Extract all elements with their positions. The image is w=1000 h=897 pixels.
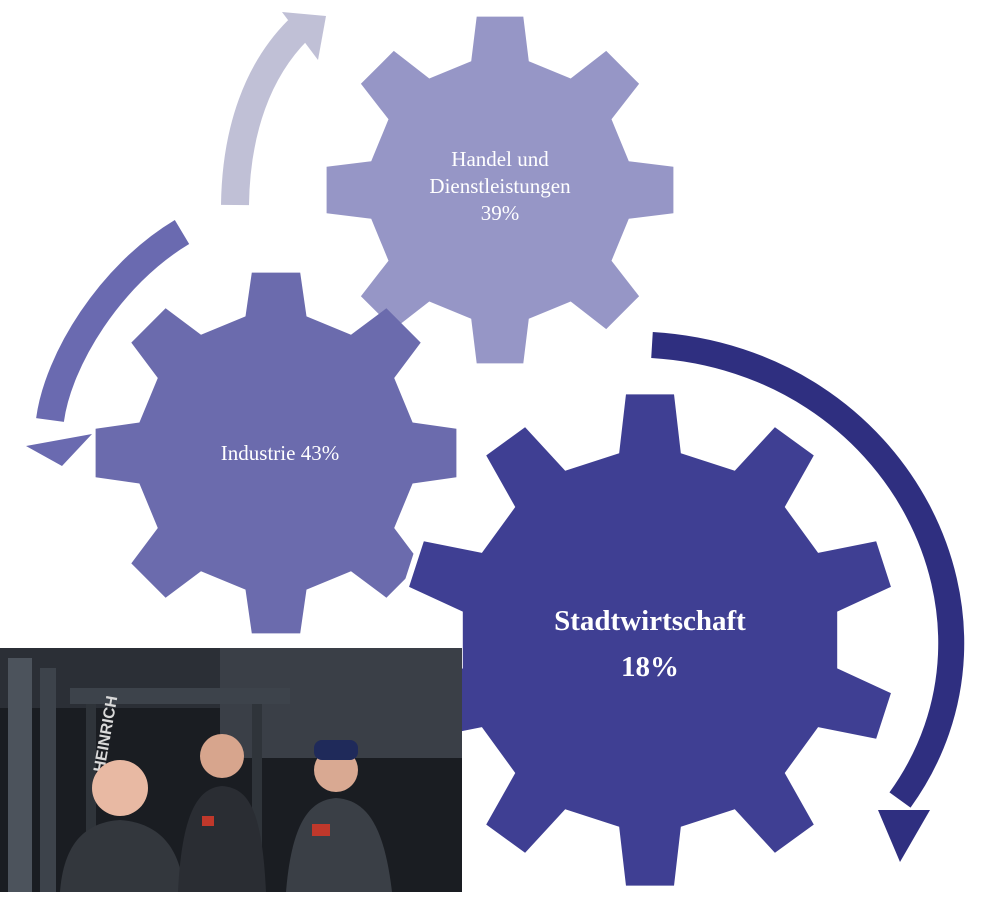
gear-shape-handel — [326, 16, 674, 364]
gear-shape-stadt — [401, 388, 899, 892]
gear-label-line: 39% — [480, 201, 520, 225]
photo-illustration: HEINRICH — [0, 648, 462, 892]
gear-stadt — [401, 388, 899, 892]
gear-label-line: Handel und — [451, 147, 549, 171]
gear-label-line: Stadtwirtschaft — [554, 605, 746, 637]
gear-label-line: Dienstleistungen — [429, 174, 571, 198]
gear-industrie — [95, 272, 457, 634]
gear-label-stadt: Stadtwirtschaft 18% — [500, 598, 800, 690]
gear-shape-industrie — [95, 272, 457, 634]
workers-photo: HEINRICH — [0, 648, 462, 892]
gear-handel — [326, 16, 674, 364]
cycle-arrow-dark — [651, 332, 965, 862]
gear-label-industrie: Industrie 43% — [150, 440, 410, 467]
gear-label-line: Industrie 43% — [220, 441, 340, 465]
gear-label-line: 18% — [621, 651, 679, 683]
cycle-arrow-light — [221, 12, 326, 206]
cycle-arrow-mid — [26, 219, 190, 466]
gear-label-handel: Handel und Dienstleistungen 39% — [370, 146, 630, 227]
